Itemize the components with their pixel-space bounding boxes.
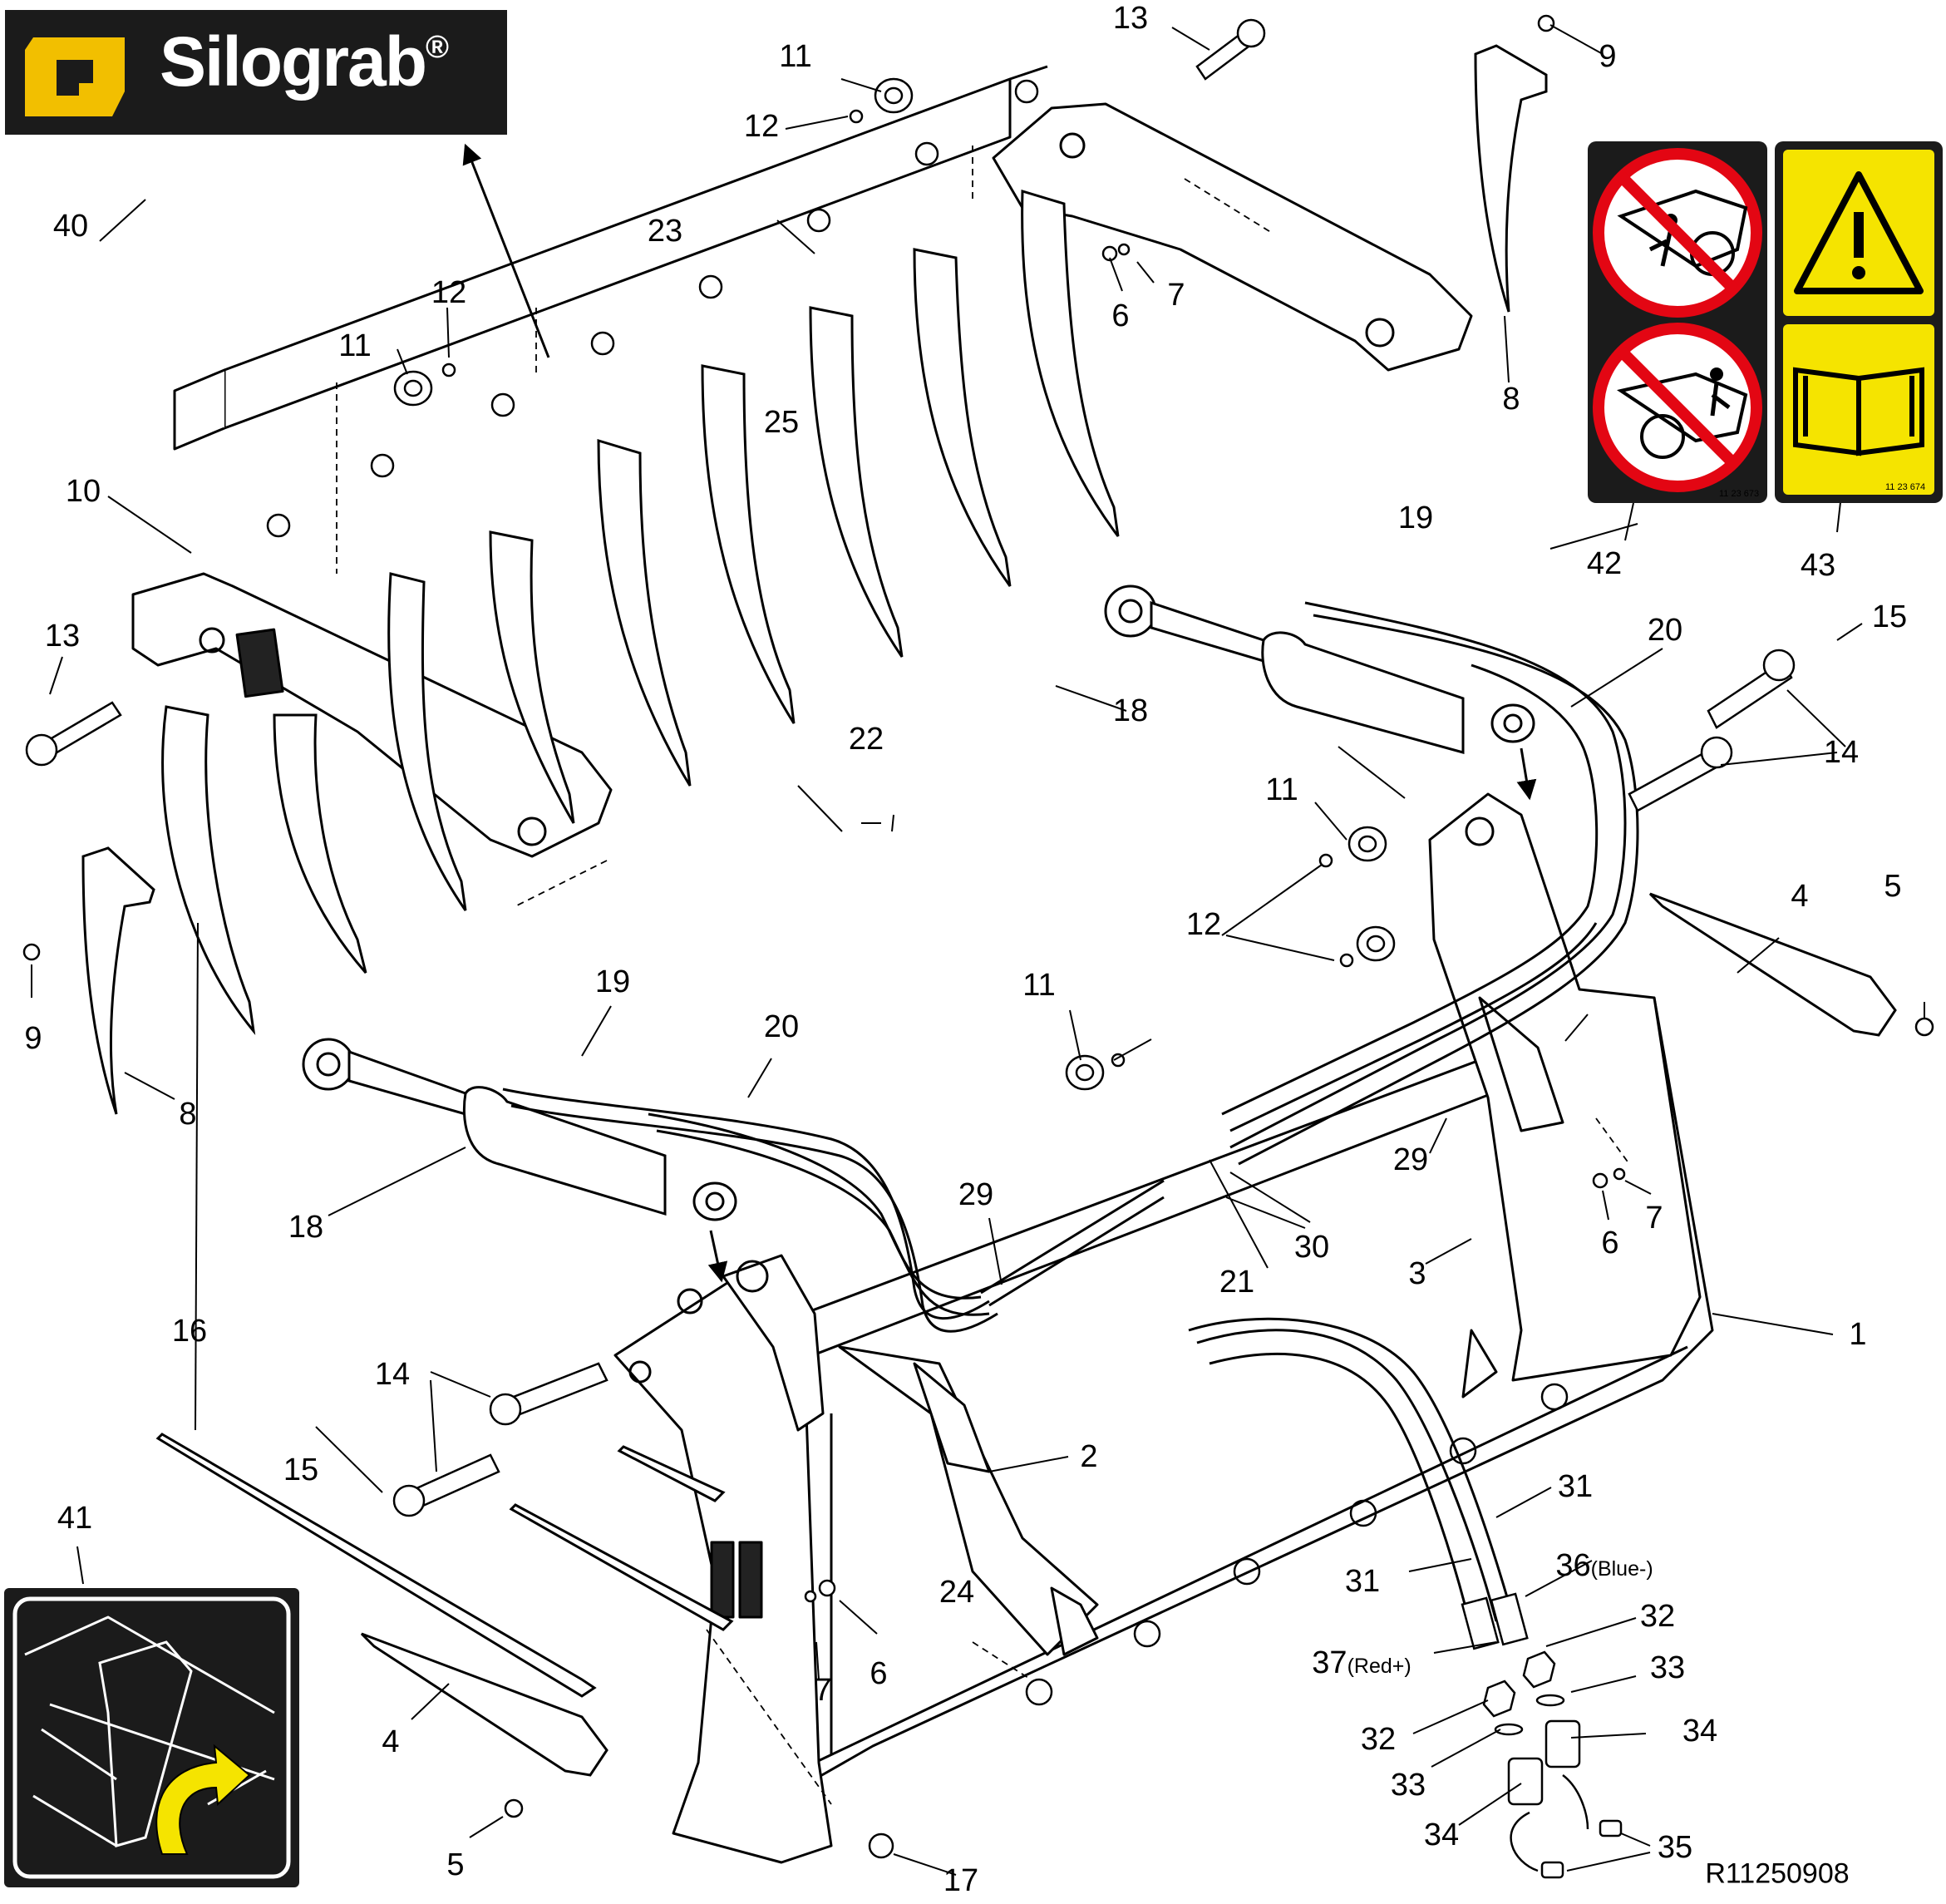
- part-callout-15b: 15: [283, 1453, 319, 1487]
- part-callout-5b: 5: [446, 1847, 465, 1882]
- clamp-arrow-decal-icon: [4, 1588, 299, 1887]
- tines: [161, 189, 1120, 1036]
- part-callout-14b: 14: [1823, 735, 1860, 770]
- part-callout-11d: 11: [1022, 968, 1056, 1003]
- bucket: [613, 792, 1714, 1864]
- part-callout-21: 21: [1219, 1265, 1255, 1300]
- part-callout-6a: 6: [1111, 298, 1130, 333]
- part-callout-6c: 6: [1601, 1226, 1619, 1260]
- part-callout-15a: 15: [1871, 599, 1908, 634]
- no-standing-in-bucket-icon: [1593, 323, 1762, 492]
- warning-triangle-icon: [1794, 171, 1924, 294]
- prohibition-decal-code: 11 23 673: [1719, 489, 1760, 499]
- part-callout-31b: 31: [1344, 1564, 1381, 1599]
- right-bracket-upper: [1478, 996, 1564, 1132]
- part-callout-37: 37(Red+): [1312, 1645, 1411, 1680]
- part-callout-10: 10: [65, 474, 101, 509]
- hoses: [502, 601, 1639, 1630]
- part-callout-17: 17: [943, 1863, 979, 1898]
- right-cylinder: [1104, 585, 1535, 754]
- warning-decal-code: 11 23 674: [1885, 482, 1926, 492]
- brand-name: Silograb®: [160, 22, 450, 101]
- part-callout-13a: 13: [1112, 1, 1149, 36]
- part-callout-1: 1: [1849, 1317, 1867, 1352]
- right-side-plate: [1428, 792, 1702, 1382]
- part-callout-23: 23: [647, 214, 683, 249]
- part-callout-22: 22: [848, 722, 884, 757]
- part-callout-34b: 34: [1423, 1818, 1460, 1852]
- part-callout-7a: 7: [1167, 278, 1185, 313]
- part-callout-9b: 9: [24, 1021, 42, 1056]
- part-callout-11c: 11: [1265, 772, 1298, 807]
- wear-strips: [155, 892, 1897, 1777]
- part-callout-34a: 34: [1682, 1714, 1718, 1749]
- part-callout-25: 25: [763, 405, 800, 440]
- part-callout-6b: 6: [870, 1656, 888, 1691]
- part-callout-12a: 12: [743, 109, 780, 144]
- part-callout-13b: 13: [44, 619, 81, 654]
- dashed-guides: [336, 146, 1630, 1805]
- drawing-reference: R11250908: [1705, 1857, 1850, 1890]
- part-callout-40: 40: [52, 209, 89, 244]
- part-callout-33a: 33: [1649, 1650, 1686, 1685]
- part-callout-4b: 4: [382, 1724, 400, 1759]
- part-callout-12c: 12: [1185, 907, 1222, 942]
- direction-arrows: [462, 143, 1537, 1283]
- part-callout-7b: 7: [814, 1673, 832, 1708]
- part-callout-24: 24: [939, 1575, 975, 1610]
- part-callout-35: 35: [1657, 1830, 1693, 1865]
- part-callout-12b: 12: [431, 275, 467, 310]
- leader-lines: [31, 24, 1925, 1876]
- warning-decal: [1775, 141, 1943, 503]
- beam-bolts: [266, 79, 1039, 538]
- part-callout-32a: 32: [1639, 1599, 1676, 1634]
- part-callout-18a: 18: [1112, 693, 1149, 728]
- part-callout-8a: 8: [1502, 382, 1520, 417]
- part-callout-31a: 31: [1557, 1469, 1594, 1504]
- part-callout-2: 2: [1080, 1439, 1098, 1474]
- part-callout-14a: 14: [374, 1357, 411, 1392]
- part-callout-11a: 11: [779, 39, 812, 74]
- side-hooks: [81, 44, 1548, 1115]
- silograb-logo-icon: [5, 10, 507, 135]
- part-callout-29b: 29: [1392, 1142, 1429, 1177]
- part-callout-32b: 32: [1360, 1722, 1397, 1757]
- part-callout-16: 16: [171, 1314, 208, 1349]
- part-callout-9a: 9: [1599, 39, 1617, 74]
- part-callout-41: 41: [57, 1501, 93, 1536]
- part-callout-4a: 4: [1791, 879, 1809, 914]
- part-callout-8b: 8: [179, 1097, 197, 1132]
- part-callout-19a: 19: [1397, 501, 1434, 535]
- part-callout-43: 43: [1800, 548, 1836, 583]
- left-cylinder: [302, 1038, 737, 1221]
- part-callout-33b: 33: [1390, 1768, 1426, 1803]
- part-callout-29a: 29: [958, 1177, 994, 1212]
- part-callout-5a: 5: [1884, 869, 1902, 904]
- upper-frame: [131, 65, 1473, 858]
- part-callout-18b: 18: [288, 1210, 324, 1245]
- part-callout-30: 30: [1293, 1230, 1330, 1265]
- part-callout-19b: 19: [594, 964, 631, 999]
- cylinders: [302, 585, 1535, 1221]
- couplers: [1461, 1592, 1623, 1879]
- part-callout-3: 3: [1408, 1256, 1426, 1291]
- part-callout-36: 36(Blue-): [1555, 1548, 1653, 1583]
- prohibition-decal: [1588, 141, 1767, 503]
- part-callout-7c: 7: [1645, 1201, 1663, 1236]
- no-person-under-load-icon: [1593, 148, 1762, 318]
- part-callout-20b: 20: [763, 1009, 800, 1044]
- part-callout-42: 42: [1586, 546, 1623, 581]
- read-manual-icon: [1793, 367, 1924, 456]
- part-callout-20a: 20: [1647, 613, 1683, 648]
- fasteners: [22, 14, 1934, 1859]
- part-callout-11b: 11: [338, 328, 372, 363]
